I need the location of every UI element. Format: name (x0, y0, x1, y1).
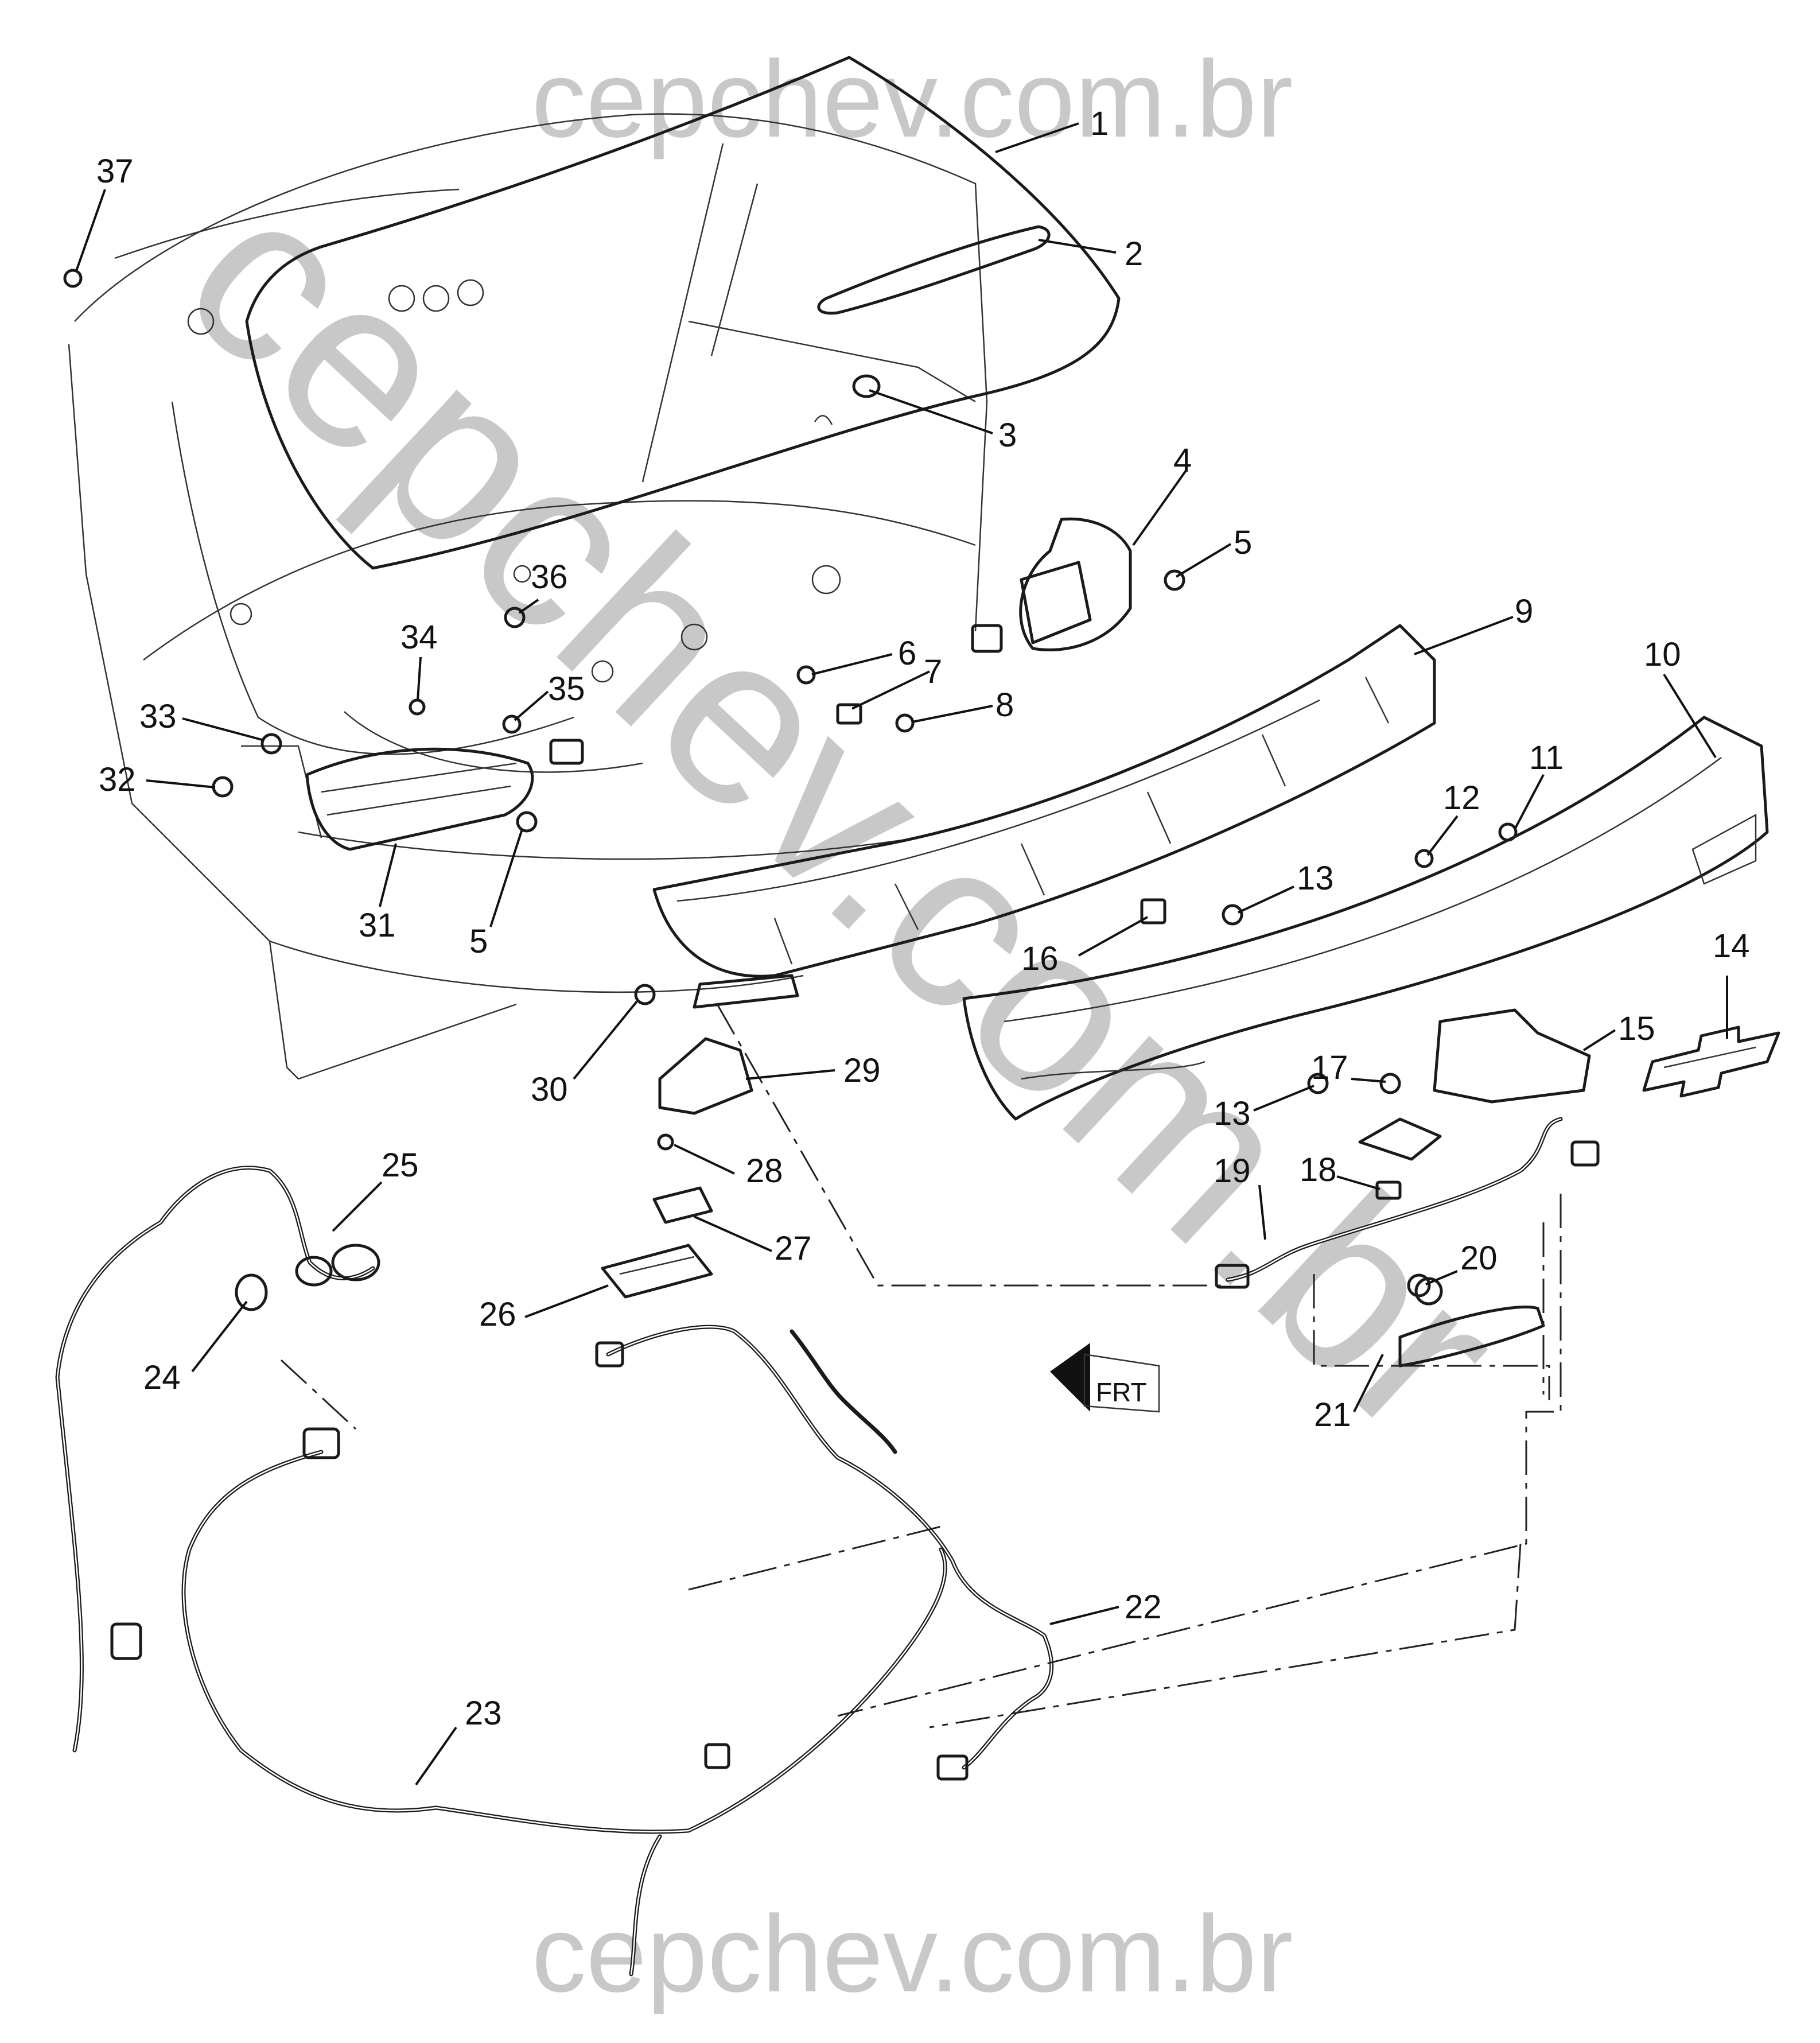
fastener-28 (657, 1133, 674, 1151)
frt-label: FRT (1096, 1377, 1147, 1407)
fastener-8 (895, 713, 915, 733)
callout-15: 15 (1618, 1010, 1655, 1047)
alignment-lines (280, 1004, 1562, 1729)
lamp-harness (1215, 1117, 1600, 1289)
callout-5-right: 5 (1234, 524, 1252, 561)
energy-absorber (652, 624, 1436, 978)
callout-4: 4 (1173, 442, 1192, 479)
fastener-35 (502, 714, 522, 734)
callout-29: 29 (843, 1052, 881, 1089)
callout-30: 30 (531, 1071, 568, 1108)
wiper-cap (814, 374, 881, 425)
callout-13-lower: 13 (1214, 1095, 1251, 1132)
fastener-32 (212, 776, 234, 798)
callout-22: 22 (1125, 1588, 1162, 1626)
callout-7: 7 (924, 653, 942, 690)
fastener-5a (516, 811, 538, 833)
absorber-lower-strip (693, 974, 799, 1009)
callout-35: 35 (548, 670, 585, 708)
harness-23 (181, 1427, 947, 1976)
fastener-37 (63, 269, 83, 288)
callout-26: 26 (479, 1296, 516, 1333)
callout-20: 20 (1460, 1240, 1498, 1277)
callout-8: 8 (995, 686, 1014, 724)
callout-28: 28 (746, 1152, 783, 1190)
callout-labels: 1 2 3 4 5 5 6 7 8 9 10 11 12 13 13 14 15… (96, 105, 1750, 1732)
callout-17: 17 (1311, 1049, 1348, 1086)
rear-window-glass (245, 56, 1121, 570)
fastener-20 (1407, 1273, 1431, 1298)
fastener-12 (1414, 849, 1434, 868)
callout-2: 2 (1125, 235, 1143, 273)
leader-lines (75, 122, 1728, 1786)
fastener-5b (1164, 569, 1185, 591)
callout-27: 27 (775, 1230, 812, 1267)
fastener-13b (1307, 1073, 1329, 1094)
callout-11: 11 (1529, 739, 1564, 776)
callout-10: 10 (1644, 636, 1681, 673)
fastener-33 (260, 733, 282, 755)
callout-23: 23 (465, 1695, 502, 1732)
callout-31: 31 (359, 907, 396, 944)
fasteners (63, 269, 1518, 1298)
callout-9: 9 (1515, 593, 1533, 630)
callout-32: 32 (99, 761, 136, 798)
release-switch (652, 1186, 713, 1224)
callout-6: 6 (898, 635, 916, 672)
fastener-11 (1498, 822, 1518, 842)
harness-22 (595, 1325, 1054, 1781)
callout-12: 12 (1443, 779, 1480, 817)
callout-37: 37 (96, 153, 134, 190)
wiper-arm (817, 225, 1051, 315)
right-tail-lamp (971, 517, 1132, 653)
frt-direction-arrow: FRT (1050, 1343, 1160, 1413)
fastener-17 (1379, 1073, 1401, 1094)
callout-18: 18 (1300, 1151, 1337, 1188)
callout-3: 3 (998, 417, 1017, 454)
callout-36: 36 (531, 558, 568, 596)
license-lamp-housing (601, 1244, 713, 1299)
grommet-24 (235, 1273, 268, 1311)
left-tail-lamp (305, 739, 584, 851)
license-lamp-bracket (1358, 1008, 1591, 1161)
fastener-34 (409, 698, 426, 716)
callout-25: 25 (382, 1147, 419, 1184)
fastener-13a (1222, 904, 1243, 926)
fastener-36 (504, 607, 526, 628)
liftgate-latch (658, 1037, 753, 1115)
callout-14: 14 (1713, 927, 1750, 965)
callout-5-left: 5 (469, 923, 488, 960)
callout-13-upper: 13 (1297, 860, 1334, 897)
harness-25 (55, 1166, 380, 1753)
fastener-30 (634, 984, 656, 1005)
clip-16 (1140, 898, 1166, 925)
bowtie-emblem (1642, 1026, 1780, 1098)
callout-16: 16 (1021, 940, 1059, 977)
callout-1: 1 (1090, 105, 1109, 142)
clip-18 (1375, 1180, 1402, 1200)
clip-7 (836, 703, 862, 725)
rear-fascia (962, 716, 1769, 1121)
callout-34: 34 (400, 619, 438, 656)
callout-33: 33 (139, 698, 177, 735)
callout-21: 21 (1314, 1396, 1351, 1434)
callout-24: 24 (143, 1359, 181, 1396)
watermark-bottom: cepchev.com.br (531, 1893, 1293, 2015)
callout-19: 19 (1214, 1152, 1251, 1190)
